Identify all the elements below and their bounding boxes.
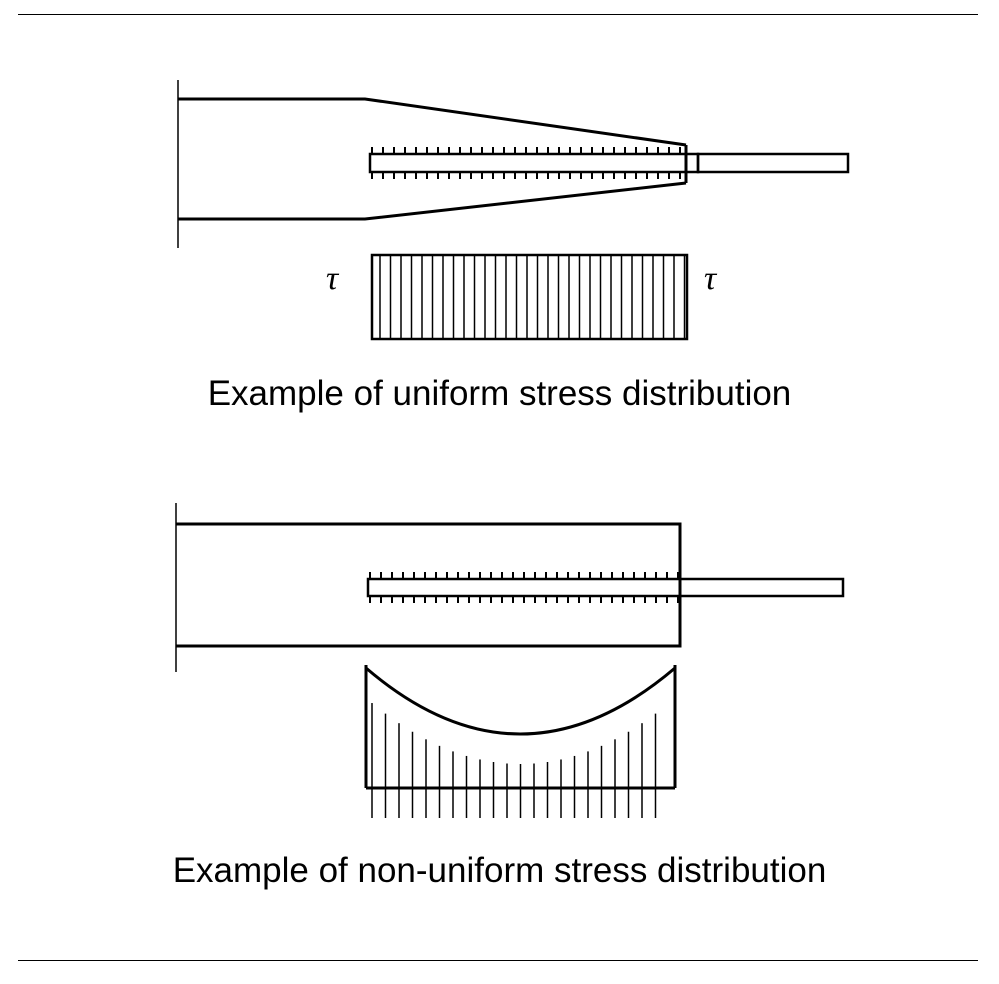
tau-symbol-right: τ	[704, 260, 717, 297]
non-uniform-caption: Example of non-uniform stress distributi…	[172, 851, 827, 890]
non-uniform-stress-hatch	[371, 703, 657, 818]
stress-profile-curve	[365, 666, 676, 736]
uniform-stress-block	[370, 253, 689, 341]
tau-symbol-left: τ	[326, 260, 339, 297]
block-body-outline	[176, 522, 682, 648]
uniform-caption: Example of uniform stress distribution	[207, 374, 792, 413]
top-bar-ribs	[371, 147, 681, 179]
top-rule	[18, 14, 978, 15]
uniform-stress-hatch	[379, 255, 686, 339]
tapered-body-top-edge	[178, 97, 687, 147]
top-bar-extension	[696, 152, 850, 174]
bottom-embedded-bar	[366, 577, 845, 598]
top-embedded-bar	[368, 152, 700, 174]
bottom-bar-ribs	[369, 572, 679, 603]
tapered-body-bottom-edge	[178, 181, 687, 221]
bottom-rule	[18, 960, 978, 961]
